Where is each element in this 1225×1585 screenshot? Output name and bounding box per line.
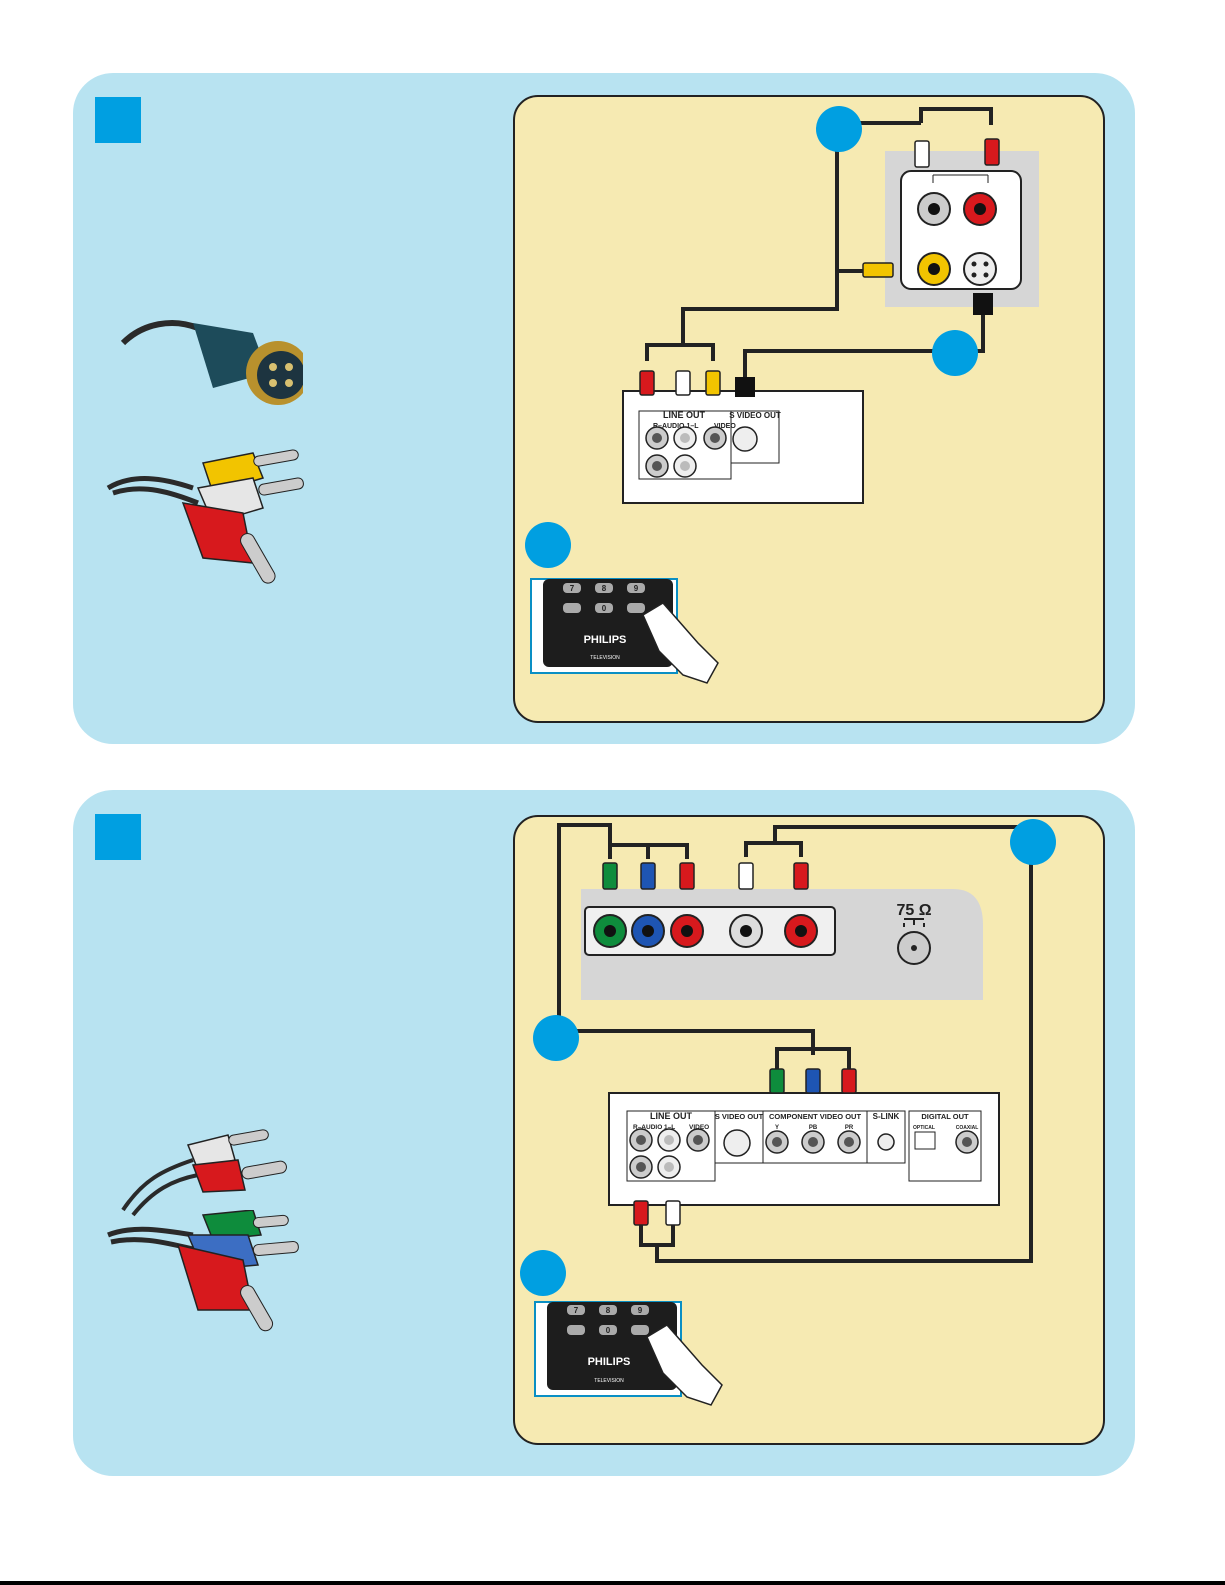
tv-s-video-jack [964, 253, 996, 285]
svg-text:7: 7 [574, 1306, 579, 1315]
svg-text:COAXIAL: COAXIAL [956, 1125, 979, 1131]
svg-text:0: 0 [606, 1326, 611, 1335]
step-marker-1 [95, 97, 141, 143]
svg-text:7: 7 [570, 584, 575, 593]
step-circle-c [525, 522, 571, 568]
s-video-out-label: S VIDEO OUT [729, 411, 781, 420]
s-video-cable-icon [103, 303, 303, 423]
page-bottom-rule [0, 1581, 1225, 1585]
s-video-out-label: S VIDEO OUT [715, 1112, 764, 1121]
component-label: COMPONENT VIDEO OUT [769, 1112, 862, 1121]
component-video-cable-icon [103, 1210, 323, 1350]
step-circle-a [1010, 819, 1056, 865]
step-circle-b [533, 1015, 579, 1061]
svg-text:9: 9 [638, 1306, 643, 1315]
line-out-label: LINE OUT [663, 410, 706, 420]
connection-diagram-1: LINE OUT R–AUDIO 1–L VIDEO S VIDEO OUT 7… [513, 95, 1105, 723]
svg-text:PB: PB [809, 1125, 818, 1131]
svg-text:8: 8 [606, 1306, 611, 1315]
setup-panel-2: 75 Ω LINE OUT R–AUDIO 1–L VIDEO S VIDEO … [73, 790, 1135, 1476]
svg-text:PR: PR [845, 1125, 854, 1131]
svg-text:8: 8 [602, 584, 607, 593]
remote-brand: PHILIPS [584, 634, 627, 646]
svg-text:OPTICAL: OPTICAL [913, 1125, 935, 1131]
remote-sub: TELEVISION [594, 1378, 624, 1384]
digital-out-label: DIGITAL OUT [921, 1112, 969, 1121]
step-marker-2 [95, 814, 141, 860]
step-circle-a [816, 106, 862, 152]
audio-cable-icon [103, 1120, 303, 1220]
step-circle-c [520, 1250, 566, 1296]
connection-diagram-2: 75 Ω LINE OUT R–AUDIO 1–L VIDEO S VIDEO … [513, 815, 1105, 1445]
remote-brand: PHILIPS [588, 1356, 631, 1368]
setup-panel-1: LINE OUT R–AUDIO 1–L VIDEO S VIDEO OUT 7… [73, 73, 1135, 744]
svg-text:0: 0 [602, 604, 607, 613]
svg-text:9: 9 [634, 584, 639, 593]
s-link-label: S-LINK [873, 1112, 900, 1121]
remote-sub: TELEVISION [590, 655, 620, 661]
antenna-label: 75 Ω [896, 902, 931, 919]
composite-av-cable-icon [103, 443, 323, 593]
line-out-label: LINE OUT [650, 1111, 693, 1121]
step-circle-b [932, 330, 978, 376]
svg-text:Y: Y [775, 1125, 779, 1131]
